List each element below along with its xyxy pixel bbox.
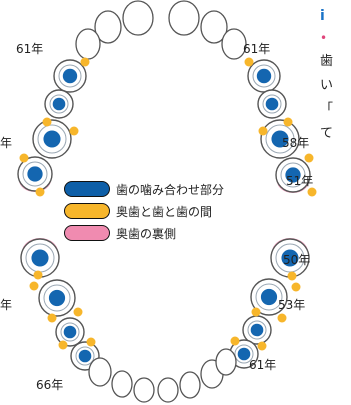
interproximal-dot [48, 314, 57, 323]
legend-row-interproximal: 奥歯と歯と歯の間 [64, 200, 264, 222]
label-lower-right-61: 61年 [249, 358, 276, 372]
occlusal-dot [64, 326, 77, 339]
interproximal-dot [59, 341, 68, 350]
interproximal-dot [70, 127, 79, 136]
occlusal-dot [79, 350, 92, 363]
label-lower-right-50: 50年 [283, 253, 310, 267]
interproximal-dot [305, 154, 314, 163]
upper-front-tooth [76, 29, 100, 59]
upper-front-tooth [169, 1, 199, 35]
label-upper-right-61: 61年 [243, 42, 270, 56]
label-upper-left-61: 61年 [16, 42, 43, 56]
occlusal-dot [31, 249, 48, 266]
interproximal-dot [87, 338, 96, 347]
side-line-4: て [320, 126, 333, 142]
legend-swatch-occlusal [64, 181, 110, 197]
interproximal-dot [288, 272, 297, 281]
interproximal-dot [284, 118, 293, 127]
legend-label-occlusal: 歯の噛み合わせ部分 [116, 181, 224, 198]
occlusal-dot [257, 69, 271, 83]
label-lower-left-edge: 年 [0, 298, 12, 312]
legend-label-lingual: 奥歯の裏側 [116, 225, 176, 242]
legend: 歯の噛み合わせ部分 奥歯と歯と歯の間 奥歯の裏側 [64, 178, 264, 244]
lower-front-tooth [180, 372, 200, 398]
occlusal-dot [27, 166, 42, 181]
label-upper-right-58: 58年 [282, 136, 309, 150]
interproximal-dot [34, 271, 43, 280]
occlusal-dot [63, 69, 77, 83]
side-line-1: 歯 [320, 54, 333, 70]
lower-front-tooth [134, 378, 154, 402]
interproximal-dot [252, 308, 261, 317]
interproximal-dot [278, 314, 287, 323]
side-line-2: い [320, 78, 333, 94]
side-line-3: 「 [320, 102, 333, 118]
side-dot: • [320, 30, 327, 47]
legend-swatch-interproximal [64, 203, 110, 219]
side-title-char: i [320, 8, 325, 24]
interproximal-dot [43, 118, 52, 127]
side-title: i [320, 8, 325, 25]
occlusal-dot [43, 130, 60, 147]
interproximal-dot [30, 282, 39, 291]
lower-front-tooth [89, 358, 111, 386]
interproximal-dot [245, 58, 254, 67]
label-upper-left-edge: 年 [0, 136, 12, 150]
upper-front-tooth [123, 1, 153, 35]
interproximal-dot [231, 337, 240, 346]
interproximal-dot [20, 154, 29, 163]
label-lower-left-66: 66年 [36, 378, 63, 392]
side-dot-glyph: • [320, 31, 327, 45]
interproximal-dot [292, 283, 301, 292]
occlusal-dot [49, 290, 65, 306]
occlusal-dot [53, 98, 66, 111]
legend-swatch-lingual [64, 225, 110, 241]
occlusal-dot [266, 98, 279, 111]
interproximal-dot [258, 342, 267, 351]
interproximal-dot [74, 308, 83, 317]
interproximal-dot [36, 188, 45, 197]
lower-front-tooth [112, 371, 132, 397]
legend-label-interproximal: 奥歯と歯と歯の間 [116, 203, 212, 220]
occlusal-dot [251, 324, 264, 337]
label-upper-right-51: 51年 [286, 174, 313, 188]
lower-front-tooth [216, 349, 236, 375]
legend-row-lingual: 奥歯の裏側 [64, 222, 264, 244]
interproximal-dot [308, 188, 317, 197]
interproximal-dot [81, 58, 90, 67]
label-lower-right-53: 53年 [278, 298, 305, 312]
interproximal-dot [259, 127, 268, 136]
legend-row-occlusal: 歯の噛み合わせ部分 [64, 178, 264, 200]
occlusal-dot [261, 289, 277, 305]
lower-front-tooth [158, 378, 178, 402]
